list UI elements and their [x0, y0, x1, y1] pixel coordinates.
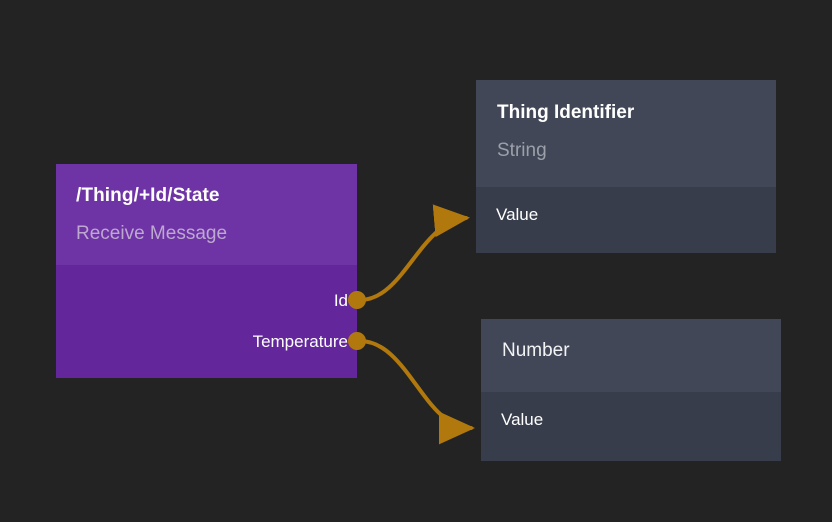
output-port-id[interactable]: Id: [334, 291, 357, 311]
output-port-label: Id: [333, 291, 348, 310]
node-thing-identifier[interactable]: Thing Identifier String Value: [476, 80, 776, 253]
node-subtitle: Receive Message: [76, 223, 228, 244]
wire-temperature-to-number[interactable]: [358, 339, 475, 445]
node-body: Id Temperature: [56, 265, 357, 378]
output-port-temperature[interactable]: Temperature: [253, 332, 357, 352]
node-subtitle: String: [497, 140, 547, 161]
node-title: Thing Identifier: [497, 102, 635, 123]
input-port-value[interactable]: Value: [481, 410, 543, 430]
node-number[interactable]: Number Value: [481, 319, 781, 461]
input-port-label: Value: [496, 205, 539, 224]
node-header: Number: [481, 319, 781, 392]
node-title: /Thing/+Id/State: [76, 185, 220, 206]
input-port-label: Value: [501, 410, 544, 429]
port-connector-dot-id[interactable]: [348, 291, 366, 309]
wire-id-to-thing-identifier[interactable]: [358, 204, 470, 302]
port-connector-dot-temperature[interactable]: [348, 332, 366, 350]
node-header: Thing Identifier String: [476, 80, 776, 187]
output-port-label: Temperature: [252, 332, 348, 351]
input-port-value[interactable]: Value: [476, 205, 538, 225]
node-header: /Thing/+Id/State Receive Message: [56, 164, 357, 265]
node-receive-message[interactable]: /Thing/+Id/State Receive Message Id Temp…: [56, 164, 357, 378]
node-title: Number: [502, 340, 570, 361]
node-body: Value: [476, 187, 776, 253]
node-body: Value: [481, 392, 781, 461]
